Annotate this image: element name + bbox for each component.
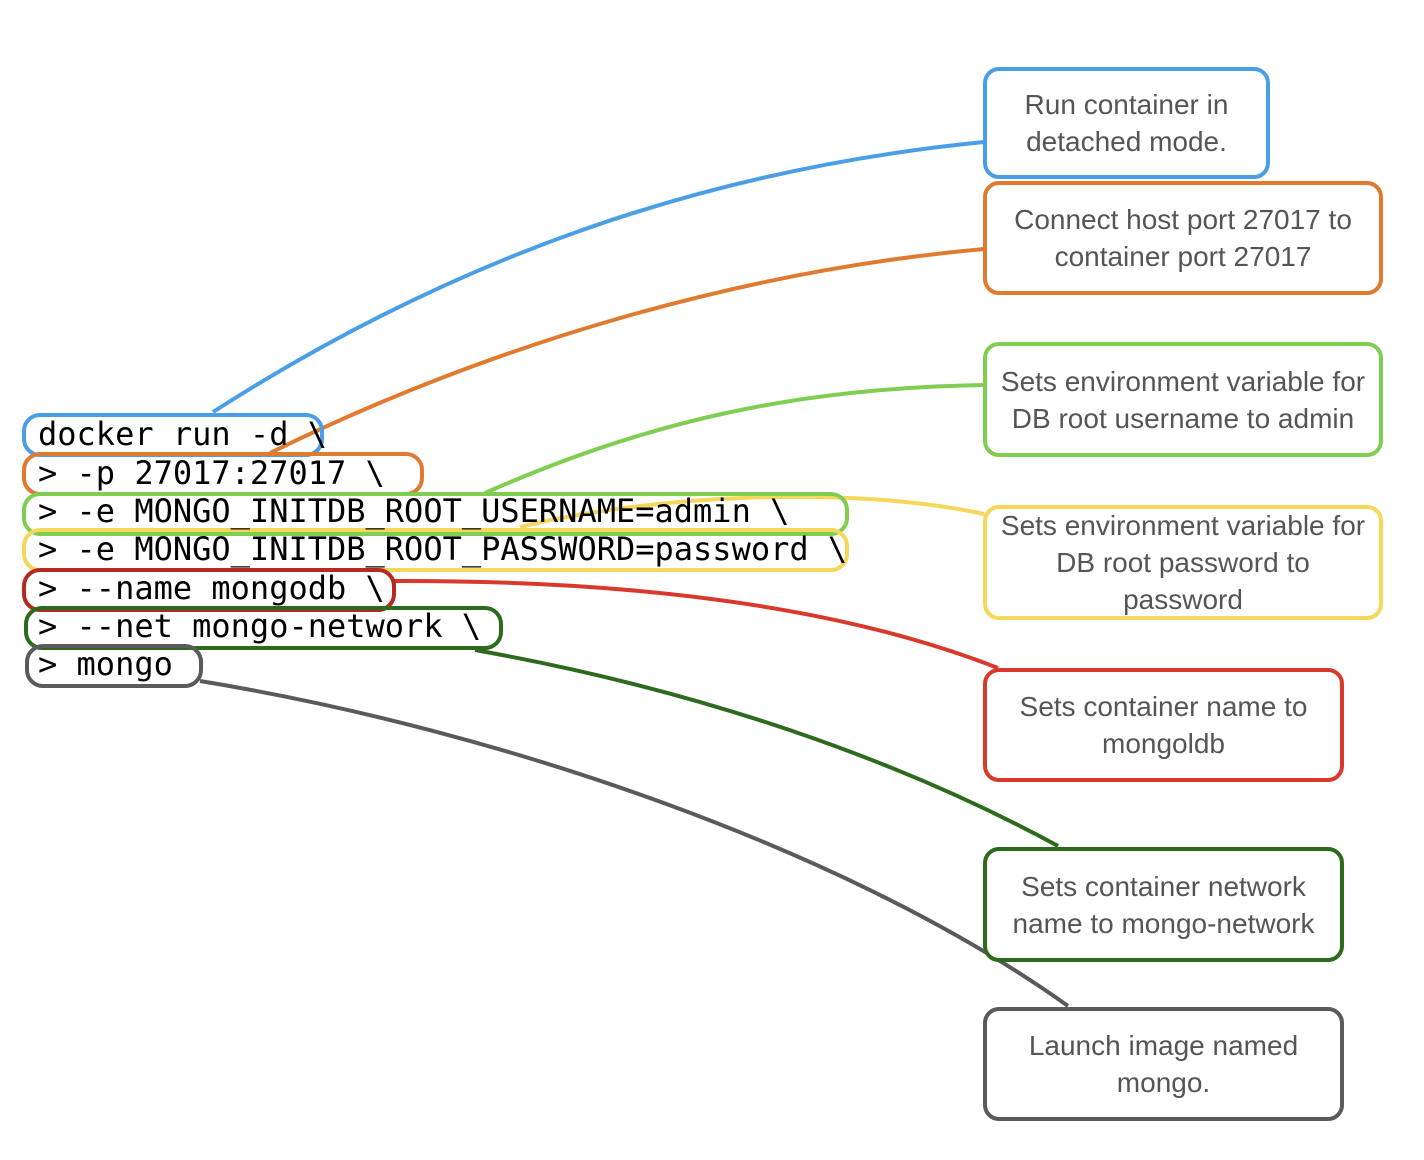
annotation-password: Sets environment variable for DB root pa… [983, 505, 1383, 620]
annotation-detached: Run container in detached mode. [983, 67, 1270, 179]
annotation-image: Launch image named mongo. [983, 1007, 1344, 1121]
command-line-image: > mongo [38, 645, 173, 683]
annotation-container-name: Sets container name to mongoldb [983, 668, 1344, 782]
connector-network [474, 648, 1059, 848]
connector-username [484, 383, 985, 495]
command-line-username: > -e MONGO_INITDB_ROOT_USERNAME=admin \ [38, 492, 790, 530]
connector-name [391, 578, 999, 670]
connector-port [269, 247, 985, 455]
highlight-image [25, 644, 203, 688]
connector-password [519, 494, 985, 529]
annotation-username: Sets environment variable for DB root us… [983, 342, 1383, 457]
connector-detached [211, 140, 985, 414]
command-line-name: > --name mongodb \ [38, 569, 385, 607]
annotation-port: Connect host port 27017 to container por… [983, 181, 1383, 295]
command-line-port: > -p 27017:27017 \ [38, 454, 385, 492]
highlight-network [24, 606, 503, 650]
connector-image [199, 679, 1070, 1008]
annotation-network: Sets container network name to mongo-net… [983, 847, 1344, 962]
command-line-network: > --net mongo-network \ [38, 607, 482, 645]
command-line-docker-run: docker run -d \ [38, 415, 327, 453]
command-line-password: > -e MONGO_INITDB_ROOT_PASSWORD=password… [38, 530, 848, 568]
highlight-username [22, 492, 849, 536]
highlight-password [22, 528, 849, 572]
